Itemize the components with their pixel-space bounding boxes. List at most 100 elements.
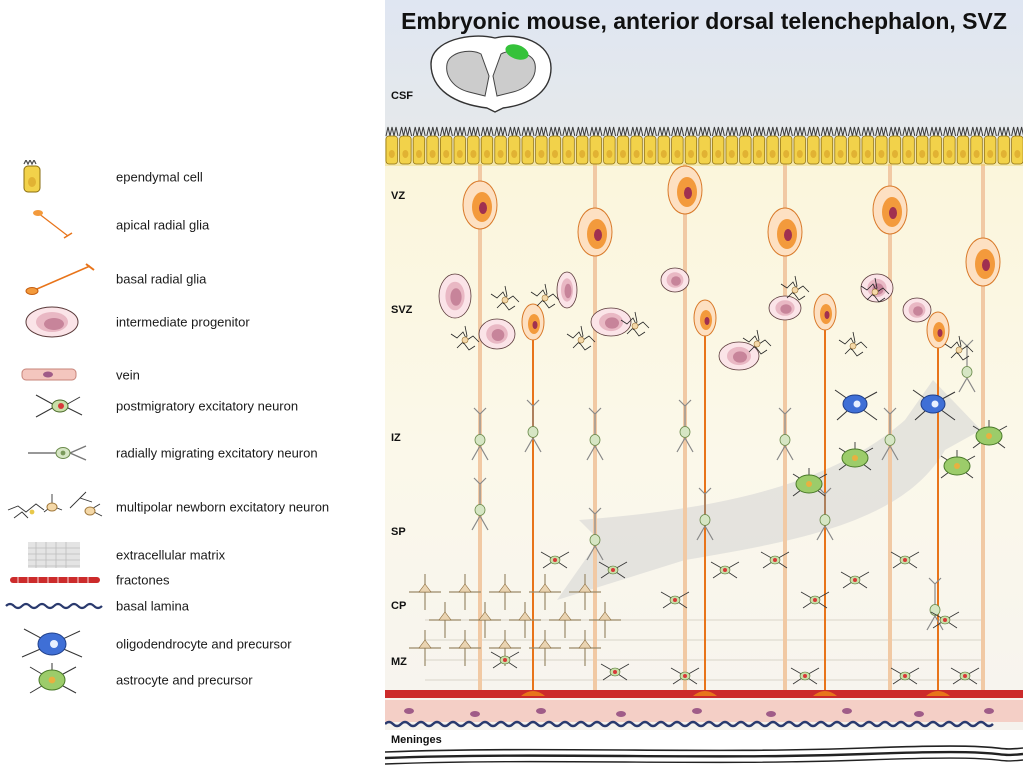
fiber-endfoot	[926, 691, 950, 696]
ependymal-cell	[1011, 126, 1023, 165]
intermediate-progenitor	[590, 307, 632, 337]
intermediate-progenitor	[718, 341, 760, 371]
intermediate-progenitor	[438, 273, 472, 319]
cortical-plate-neuron	[409, 574, 441, 610]
astrocyte	[940, 450, 976, 479]
ependymal-cell	[657, 126, 671, 165]
ependymal-cell	[834, 126, 848, 165]
astrocyte	[838, 442, 874, 471]
legend-label: ependymal cell	[116, 169, 203, 185]
postmigratory-neuron	[598, 561, 628, 579]
intermediate-progenitor	[902, 297, 932, 323]
ependymal-cell	[385, 126, 399, 165]
ependymal-cell	[739, 126, 753, 165]
cortical-plate-neuron	[549, 602, 581, 638]
apical-radial-glia	[767, 207, 803, 257]
radially-migrating-neuron	[524, 399, 542, 453]
multipolar-neuron	[944, 335, 974, 361]
apical-radial-glia	[462, 180, 498, 230]
postmigratory-neuron	[840, 571, 870, 589]
cortical-plate-neuron	[489, 574, 521, 610]
ependymal-cell	[535, 126, 549, 165]
radially-migrating-neuron	[471, 407, 489, 461]
ependymal-cell	[997, 126, 1011, 165]
legend-label: intermediate progenitor	[116, 314, 250, 330]
fiber-endfoot	[521, 691, 545, 696]
multipolar-neuron	[742, 329, 772, 355]
legend-label: astrocyte and precursor	[116, 672, 253, 688]
apical-radial-glia	[965, 237, 1001, 287]
cells	[438, 165, 1008, 497]
oligodendrocyte	[912, 389, 956, 421]
legend-item-postmigratory-neuron: postmigratory excitatory neuron	[0, 389, 385, 423]
neurons	[409, 339, 980, 685]
intermediate-progenitor-icon	[25, 306, 79, 338]
ependymal-cell	[684, 126, 698, 165]
postmigratory-neuron	[600, 663, 630, 681]
ependymal-cell	[820, 126, 834, 165]
multipolar-neuron	[566, 325, 596, 351]
ependymal-layer	[385, 126, 1023, 166]
basal-lamina	[385, 720, 994, 728]
ependymal-cell	[548, 126, 562, 165]
postmigratory-neuron	[890, 667, 920, 685]
ependymal-cell	[766, 126, 780, 165]
ependymal-cell	[480, 126, 494, 165]
cortical-plate-neuron	[529, 574, 561, 610]
zone-label-mz: MZ	[391, 656, 407, 668]
fiber-endfoot	[813, 691, 837, 696]
ependymal-cell	[929, 126, 943, 165]
radially-migrating-neuron	[816, 487, 834, 541]
ependymal-cell	[956, 126, 970, 165]
cortical-plate-neuron	[569, 630, 601, 666]
multipolar-neuron	[490, 285, 520, 311]
oligodendrocyte-icon	[21, 628, 83, 658]
legend-item-intermediate-progenitor: intermediate progenitor	[0, 305, 385, 339]
legend-item-astrocyte: astrocyte and precursor	[0, 663, 385, 697]
ependymal-cell	[643, 126, 657, 165]
apical-radial-glia	[872, 185, 908, 235]
basal-radial-glia	[693, 299, 717, 337]
radially-migrating-neuron	[696, 487, 714, 541]
ependymal-cell	[603, 126, 617, 165]
legend-item-fractones: fractones	[0, 563, 385, 597]
zone-label-vz: VZ	[391, 190, 406, 202]
diagram-title: Embryonic mouse, anterior dorsal telench…	[401, 8, 1007, 34]
brain-section-inset	[430, 35, 552, 113]
cortical-plate-neuron	[569, 574, 601, 610]
vein-nuclei	[404, 708, 994, 717]
legend-label: apical radial glia	[116, 217, 210, 233]
cortical-plate-neuron	[589, 602, 621, 638]
ependymal-cell	[902, 126, 916, 165]
multipolar-neuron	[450, 325, 480, 351]
ependymal-cell	[671, 126, 685, 165]
astrocyte-icon	[29, 663, 77, 694]
zone-label-iz: IZ	[391, 432, 401, 444]
legend-label: radially migrating excitatory neuron	[116, 445, 318, 461]
legend-item-apical-radial-glia: apical radial glia	[0, 208, 385, 242]
apical-radial-glia	[667, 165, 703, 215]
radially-migrating-neuron	[586, 407, 604, 461]
legend-item-vein: vein	[0, 358, 385, 392]
fractones-icon	[10, 577, 100, 583]
multipolar-neuron	[860, 277, 890, 303]
ependymal-cell	[562, 126, 576, 165]
postmigratory-neuron	[790, 667, 820, 685]
ependymal-cell	[793, 126, 807, 165]
ependymal-cell	[698, 126, 712, 165]
legend-label: oligodendrocyte and precursor	[116, 636, 292, 652]
ependymal-cell	[589, 126, 603, 165]
radially-migrating-neuron	[881, 407, 899, 461]
svz-diagram: Embryonic mouse, anterior dorsal telench…	[385, 0, 1023, 769]
fiber-endfoot	[693, 691, 717, 696]
multipolar-neuron	[838, 331, 868, 357]
cortical-plate-neuron	[529, 630, 561, 666]
basal-radial-glia	[813, 293, 837, 331]
legend-label: basal lamina	[116, 598, 189, 614]
legend-item-multipolar-neuron: multipolar newborn excitatory neuron	[0, 490, 385, 524]
ependymal-cell	[875, 126, 889, 165]
ependymal-cell	[616, 126, 630, 165]
legend-label: postmigratory excitatory neuron	[116, 398, 299, 414]
postmigratory-neuron	[660, 591, 690, 609]
ependymal-cell	[412, 126, 426, 165]
